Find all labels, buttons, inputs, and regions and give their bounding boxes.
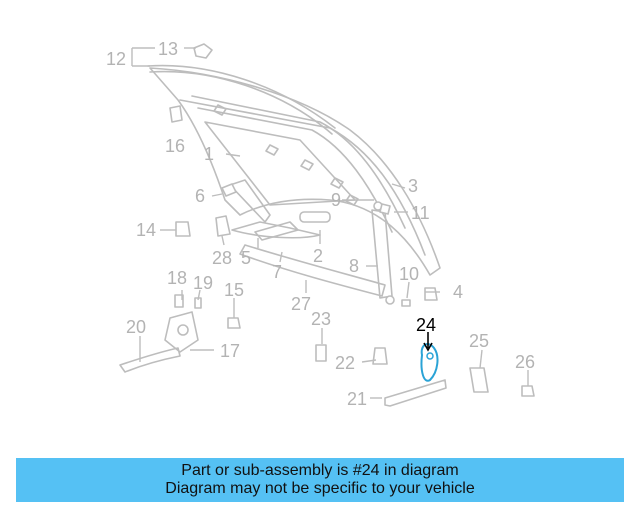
label-9: 9 [331,190,341,210]
label-1: 1 [204,144,214,164]
small-parts [169,43,535,397]
label-12: 12 [106,49,126,69]
hinge-and-seal [229,179,386,297]
parts-diagram: 1 2 3 4 5 6 7 8 9 10 11 12 13 14 15 16 1… [106,39,535,409]
label-25: 25 [469,331,489,351]
label-8: 8 [349,256,359,276]
label-28: 28 [212,248,232,268]
trunk-lid [147,64,441,276]
label-14: 14 [136,220,156,240]
label-21: 21 [347,389,367,409]
label-10: 10 [399,264,419,284]
label-18: 18 [167,268,187,288]
label-17: 17 [220,341,240,361]
rod-21 [384,379,447,407]
label-13: 13 [158,39,178,59]
label-5: 5 [241,248,251,268]
label-11: 11 [411,203,430,223]
info-banner: Part or sub-assembly is #24 in diagram D… [16,458,624,502]
label-15: 15 [224,280,244,300]
label-16: 16 [165,136,185,156]
label-2: 2 [313,246,323,266]
label-22: 22 [335,353,355,373]
label-19: 19 [193,273,213,293]
label-26: 26 [515,352,535,372]
label-27: 27 [291,294,311,314]
part-24-highlight [420,343,439,382]
label-7: 7 [272,262,282,282]
banner-line-1: Part or sub-assembly is #24 in diagram [181,462,459,479]
label-24: 24 [416,315,436,335]
label-4: 4 [453,282,463,302]
part-number-labels: 1 2 3 4 5 6 7 8 9 10 11 12 13 14 15 16 1… [106,39,535,409]
label-6: 6 [195,186,205,206]
label-23: 23 [311,309,331,329]
gas-strut [371,201,395,305]
label-3: 3 [408,176,418,196]
latch-assembly [119,294,202,373]
leader-lines [131,47,529,399]
label-20: 20 [126,317,146,337]
banner-line-2: Diagram may not be specific to your vehi… [165,480,475,497]
